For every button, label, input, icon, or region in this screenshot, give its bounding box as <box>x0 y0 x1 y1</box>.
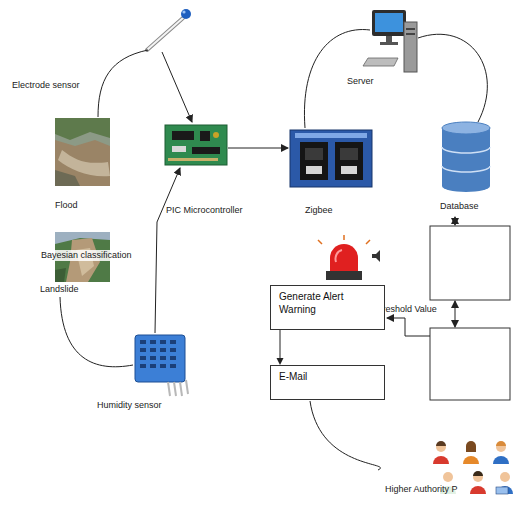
humidity-sensor-icon <box>135 335 188 396</box>
caption-label: PIC Microcontroller <box>166 205 243 216</box>
caption-label: Higher Authority P <box>384 484 459 495</box>
database-icon <box>442 122 490 192</box>
caption-label: Database <box>440 201 479 212</box>
box-text: E-Mail <box>279 370 376 383</box>
process-box: E-Mail <box>270 365 385 400</box>
zigbee-board-icon <box>290 130 372 187</box>
process-box: Generate Alert Warning <box>270 285 385 330</box>
electrode-sensor-icon <box>147 9 191 50</box>
caption-label: Electrode sensor <box>12 80 80 91</box>
connector <box>280 330 281 359</box>
pic-board-icon <box>165 125 227 165</box>
server-icon <box>363 10 417 72</box>
caption-label: Landslide <box>40 284 79 295</box>
caption-label: Server <box>347 76 374 87</box>
empty-box <box>430 226 510 300</box>
empty-box <box>430 328 510 400</box>
flood-photo <box>55 118 110 186</box>
alarm-siren-icon <box>318 235 380 280</box>
arrow-head <box>277 358 284 365</box>
caption-label: Humidity sensor <box>97 400 162 411</box>
box-text: Generate Alert Warning <box>279 290 376 316</box>
caption-label: Flood <box>55 200 78 211</box>
caption-label: Zigbee <box>305 205 333 216</box>
caption-label: Bayesian classification <box>40 250 133 261</box>
